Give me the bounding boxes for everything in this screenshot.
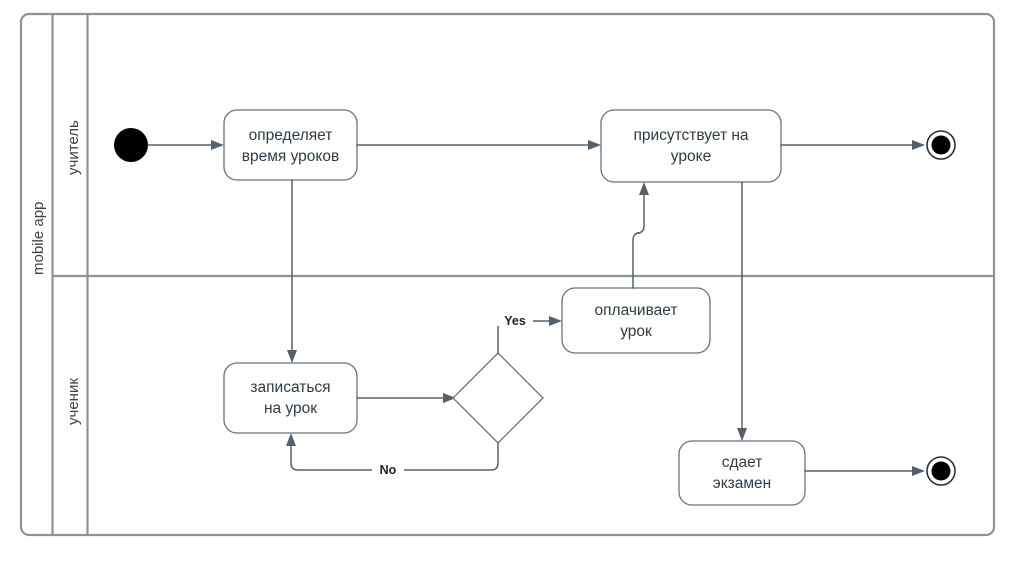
activity-attend-lesson-line1: присутствует на bbox=[633, 127, 748, 144]
activity-enroll-lesson-line2: на урок bbox=[264, 400, 317, 417]
final-node-student bbox=[931, 461, 951, 481]
lane-label-teacher: учитель bbox=[65, 120, 82, 175]
arrowhead-decision-no-to-enroll bbox=[286, 433, 296, 446]
lane-label-student: ученик bbox=[65, 378, 82, 425]
pool-frame bbox=[19, 12, 996, 537]
arrowhead-define-time-to-attend bbox=[588, 140, 601, 150]
final-node-teacher-ring bbox=[926, 130, 956, 160]
activity-take-exam-line2: экзамен bbox=[713, 475, 771, 492]
activity-define-lesson-time-line2: время уроков bbox=[242, 148, 339, 165]
guard-label-yes: Yes bbox=[504, 314, 526, 328]
activity-take-exam[interactable] bbox=[678, 440, 806, 506]
activity-pay-lesson-line1: оплачивает bbox=[595, 302, 678, 319]
activity-enroll-lesson-line1: записаться bbox=[250, 379, 330, 396]
guard-label-no: No bbox=[380, 463, 397, 477]
arrowhead-define-time-to-enroll bbox=[287, 350, 297, 363]
initial-node bbox=[114, 128, 148, 162]
activity-define-lesson-time-line1: определяет bbox=[249, 127, 333, 144]
arrowhead-attend-to-end-teacher bbox=[912, 140, 925, 150]
activity-attend-lesson[interactable] bbox=[600, 109, 782, 183]
arrowhead-enroll-to-decision bbox=[443, 393, 456, 403]
arrowhead-take-exam-to-end-student bbox=[912, 466, 925, 476]
arrowhead-pay-to-attend bbox=[639, 182, 649, 195]
arrowhead-decision-yes-to-pay bbox=[549, 316, 562, 326]
activity-take-exam-line1: сдает bbox=[722, 454, 763, 471]
final-node-teacher bbox=[931, 135, 951, 155]
final-node-student-ring bbox=[926, 456, 956, 486]
activity-define-lesson-time[interactable] bbox=[223, 109, 358, 181]
pool-label: mobile app bbox=[30, 202, 47, 275]
arrowhead-attend-to-take-exam bbox=[737, 428, 747, 441]
guard-no-backdrop bbox=[372, 461, 404, 478]
activity-enroll-lesson[interactable] bbox=[223, 362, 358, 434]
activity-pay-lesson[interactable] bbox=[561, 287, 711, 354]
guard-yes-backdrop bbox=[497, 310, 533, 326]
activity-attend-lesson-line2: уроке bbox=[671, 148, 711, 165]
activity-pay-lesson-line2: урок bbox=[620, 323, 652, 340]
arrowhead-start-to-define-time bbox=[211, 140, 224, 150]
flow-pay-to-attend bbox=[632, 190, 645, 289]
